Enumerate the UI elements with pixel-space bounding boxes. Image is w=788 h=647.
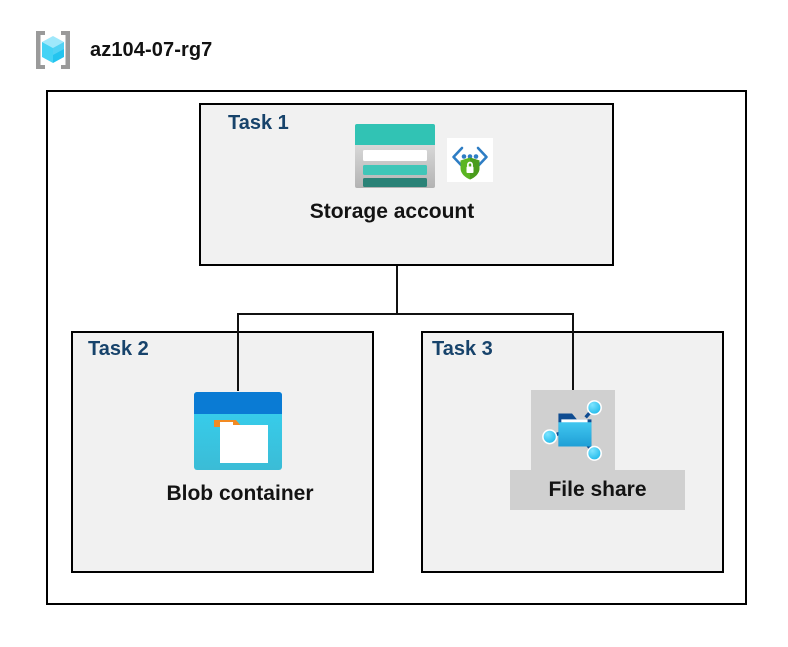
resource-group-cube-icon bbox=[36, 31, 70, 69]
task-label-2: Task 2 bbox=[88, 338, 149, 360]
resource-group-header: az104-07-rg7 bbox=[30, 25, 330, 75]
task-label-3: Task 3 bbox=[432, 338, 493, 360]
connector-drop-blob bbox=[237, 313, 239, 391]
connector-bus bbox=[237, 313, 574, 315]
connector-trunk bbox=[396, 266, 398, 314]
task-label-1: Task 1 bbox=[228, 112, 289, 134]
connector-drop-fileshare bbox=[572, 313, 574, 391]
file-share-icon bbox=[531, 390, 615, 470]
storage-account-label: Storage account bbox=[309, 200, 475, 223]
file-share-label: File share bbox=[510, 470, 685, 510]
blob-container-label: Blob container bbox=[166, 482, 314, 505]
blob-container-icon bbox=[192, 390, 284, 472]
resource-group-name: az104-07-rg7 bbox=[90, 38, 213, 61]
storage-account-icon bbox=[352, 121, 438, 191]
secure-endpoint-shield-icon bbox=[447, 138, 493, 182]
